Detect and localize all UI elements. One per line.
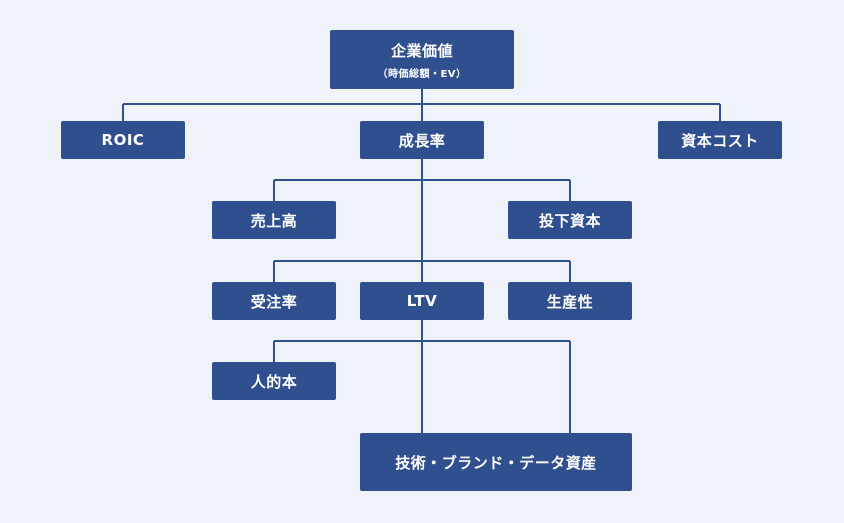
node-sublabel: （時価総額・EV）	[377, 68, 467, 80]
node-human-capital: 人的本	[212, 362, 336, 400]
node-label: 生産性	[546, 292, 594, 311]
node-enterprise-value: 企業価値 （時価総額・EV）	[330, 30, 514, 89]
node-label: 技術・ブランド・データ資産	[395, 453, 597, 472]
node-label: 資本コスト	[681, 131, 759, 150]
node-label: LTV	[406, 292, 438, 310]
node-sales: 売上高	[212, 201, 336, 239]
node-label: 投下資本	[538, 211, 601, 230]
node-capital-cost: 資本コスト	[658, 121, 782, 159]
node-intangible-assets: 技術・ブランド・データ資産	[360, 433, 632, 491]
node-ltv: LTV	[360, 282, 484, 320]
node-label: ROIC	[101, 131, 145, 149]
node-order-rate: 受注率	[212, 282, 336, 320]
node-invested-capital: 投下資本	[508, 201, 632, 239]
node-label: 受注率	[250, 292, 298, 311]
node-label: 売上高	[250, 211, 298, 230]
node-label: 人的本	[250, 372, 298, 391]
node-productivity: 生産性	[508, 282, 632, 320]
node-label: 企業価値	[390, 41, 453, 60]
node-growth-rate: 成長率	[360, 121, 484, 159]
node-roic: ROIC	[61, 121, 185, 159]
node-label: 成長率	[398, 131, 446, 150]
